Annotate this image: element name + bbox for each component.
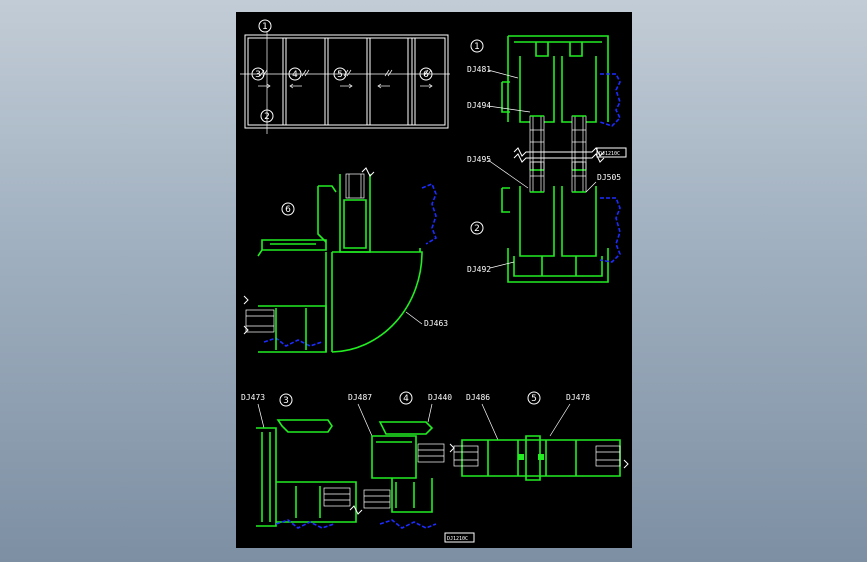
detail-2-mark	[470, 221, 484, 235]
section-mark-5-label: 5	[337, 70, 343, 80]
section-mark-2-label: 2	[264, 112, 270, 122]
drawing-tag-top	[596, 147, 627, 158]
section-mark-4-label: 4	[292, 70, 298, 80]
section-mark-1-label: 1	[262, 22, 268, 32]
label-dj495: DJ495	[467, 155, 491, 164]
vertical-section-detail: 1 2 DJ481	[467, 35, 627, 283]
section-mark-1	[258, 19, 272, 33]
detail-4-mark	[399, 391, 413, 405]
label-dj487: DJ487	[348, 393, 372, 402]
cad-drawing: 1 2 3 4 5 6 1 2	[240, 19, 629, 543]
label-dj505: DJ505	[597, 173, 621, 182]
label-dj463: DJ463	[424, 319, 448, 328]
corner-detail: 6 DJ463	[243, 167, 448, 353]
label-dj440: DJ440	[428, 393, 452, 402]
section-mark-6-label: 6	[423, 70, 429, 80]
detail-6-label: 6	[285, 205, 291, 215]
label-dj478: DJ478	[566, 393, 590, 402]
section-mark-6	[419, 67, 433, 81]
label-dj481: DJ481	[467, 65, 491, 74]
detail-5: 5 DJ486 DJ478	[449, 391, 629, 481]
section-mark-3	[251, 67, 265, 81]
detail-1-mark	[470, 39, 484, 53]
detail-3: 3 DJ473	[241, 393, 363, 529]
detail-2-label: 2	[474, 224, 480, 234]
door-elevation: 1 2 3 4 5 6	[240, 19, 450, 134]
detail-1-label: 1	[474, 42, 480, 52]
detail-4: 4 DJ487 DJ440	[348, 391, 452, 529]
drawing-sheet: 1 2 3 4 5 6 1 2	[236, 12, 632, 548]
detail-3-text: 3	[283, 396, 289, 406]
detail-5-text: 5	[531, 394, 537, 404]
drawing-tag-bottom-text: DJ1210C	[447, 536, 468, 542]
drawing-tag-bottom	[444, 532, 475, 543]
drawing-tag-top-text: DJ1210C	[599, 151, 620, 157]
detail-6-mark	[281, 202, 295, 216]
label-dj492: DJ492	[467, 265, 491, 274]
section-mark-3-label: 3	[255, 70, 261, 80]
label-dj473: DJ473	[241, 393, 265, 402]
detail-4-text: 4	[403, 394, 409, 404]
detail-3-mark	[279, 393, 293, 407]
section-mark-2	[260, 109, 274, 123]
section-mark-4	[288, 67, 302, 81]
label-dj486: DJ486	[466, 393, 490, 402]
detail-5-mark	[527, 391, 541, 405]
section-mark-5	[333, 67, 347, 81]
label-dj494: DJ494	[467, 101, 491, 110]
